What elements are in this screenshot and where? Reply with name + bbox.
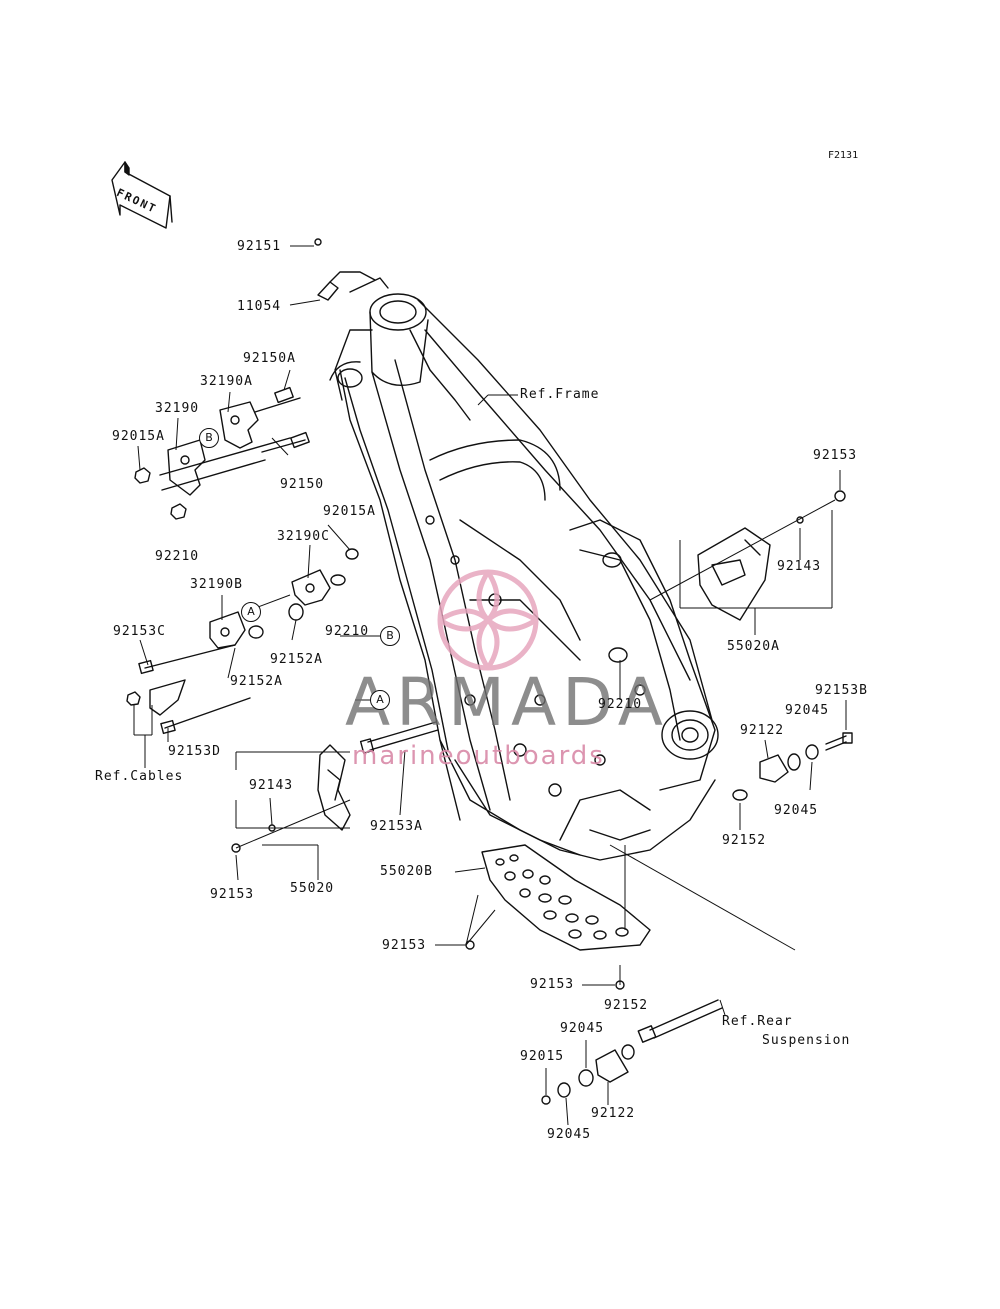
part-label-92143-left: 92143 — [249, 778, 294, 793]
part-label-92153-mid: 92153 — [382, 938, 427, 953]
part-label-92143-right: 92143 — [777, 559, 822, 574]
part-label-92210-mid: 92210 — [325, 624, 370, 639]
rear-hardware-right — [732, 490, 853, 801]
part-label-92210-right: 92210 — [598, 697, 643, 712]
callout-a-frame: A — [370, 690, 390, 710]
part-label-92153-top: 92153 — [813, 448, 858, 463]
part-label-92153D: 92153D — [168, 744, 221, 759]
part-label-55020: 55020 — [290, 881, 335, 896]
callout-a-left: A — [241, 602, 261, 622]
part-label-92015A-lower: 92015A — [323, 504, 376, 519]
part-label-92210-left: 92210 — [155, 549, 200, 564]
part-label-32190B: 32190B — [190, 577, 243, 592]
front-arrow-icon — [111, 161, 173, 229]
part-label-55020B: 55020B — [380, 864, 433, 879]
leader-lines — [133, 245, 847, 1126]
rear-suspension-hardware — [541, 999, 723, 1105]
part-label-92152A-upper: 92152A — [270, 652, 323, 667]
part-label-92153A: 92153A — [370, 819, 423, 834]
part-label-92150: 92150 — [280, 477, 325, 492]
part-label-92045-a: 92045 — [785, 703, 830, 718]
part-label-92122-b: 92122 — [591, 1106, 636, 1121]
part-label-92153-left: 92153 — [210, 887, 255, 902]
part-label-92122-a: 92122 — [740, 723, 785, 738]
part-label-92153B: 92153B — [815, 683, 868, 698]
watermark-tagline: marineoutboards — [352, 741, 605, 771]
part-label-92151: 92151 — [237, 239, 282, 254]
part-label-92150A: 92150A — [243, 351, 296, 366]
frame-guard-right — [697, 527, 771, 621]
watermark-logo — [437, 569, 539, 671]
skid-plate — [481, 844, 651, 951]
part-label-32190: 32190 — [155, 401, 200, 416]
ref-cables-label: Ref.Cables — [95, 769, 184, 784]
part-label-32190A: 32190A — [200, 374, 253, 389]
ref-rear-label: Ref.Rear — [722, 1014, 793, 1029]
callout-b-frame: B — [380, 626, 400, 646]
callout-b-left: B — [199, 428, 219, 448]
engine-bracket-lower — [126, 548, 359, 735]
engine-bracket-upper — [134, 386, 310, 520]
ref-frame-label: Ref.Frame — [520, 387, 600, 402]
frame-guard-left — [317, 744, 351, 831]
part-label-11054: 11054 — [237, 299, 282, 314]
part-label-92015: 92015 — [520, 1049, 565, 1064]
suspension-label: Suspension — [762, 1033, 851, 1048]
part-label-55020A: 55020A — [727, 639, 780, 654]
figure-id: F2131 — [828, 150, 859, 161]
part-label-92152: 92152 — [722, 833, 767, 848]
part-label-92153C: 92153C — [113, 624, 166, 639]
part-label-92153-low: 92153 — [530, 977, 575, 992]
part-label-92045-d: 92045 — [547, 1127, 592, 1142]
part-label-92152-low: 92152 — [604, 998, 649, 1013]
bolt-92153A — [359, 721, 439, 754]
part-label-32190C: 32190C — [277, 529, 330, 544]
part-label-92015A-upper: 92015A — [112, 429, 165, 444]
watermark-brand: ARMADA — [345, 664, 669, 741]
main-frame — [329, 271, 719, 861]
part-label-92045-b: 92045 — [774, 803, 819, 818]
part-label-92152A-lower: 92152A — [230, 674, 283, 689]
part-label-92045-c: 92045 — [560, 1021, 605, 1036]
